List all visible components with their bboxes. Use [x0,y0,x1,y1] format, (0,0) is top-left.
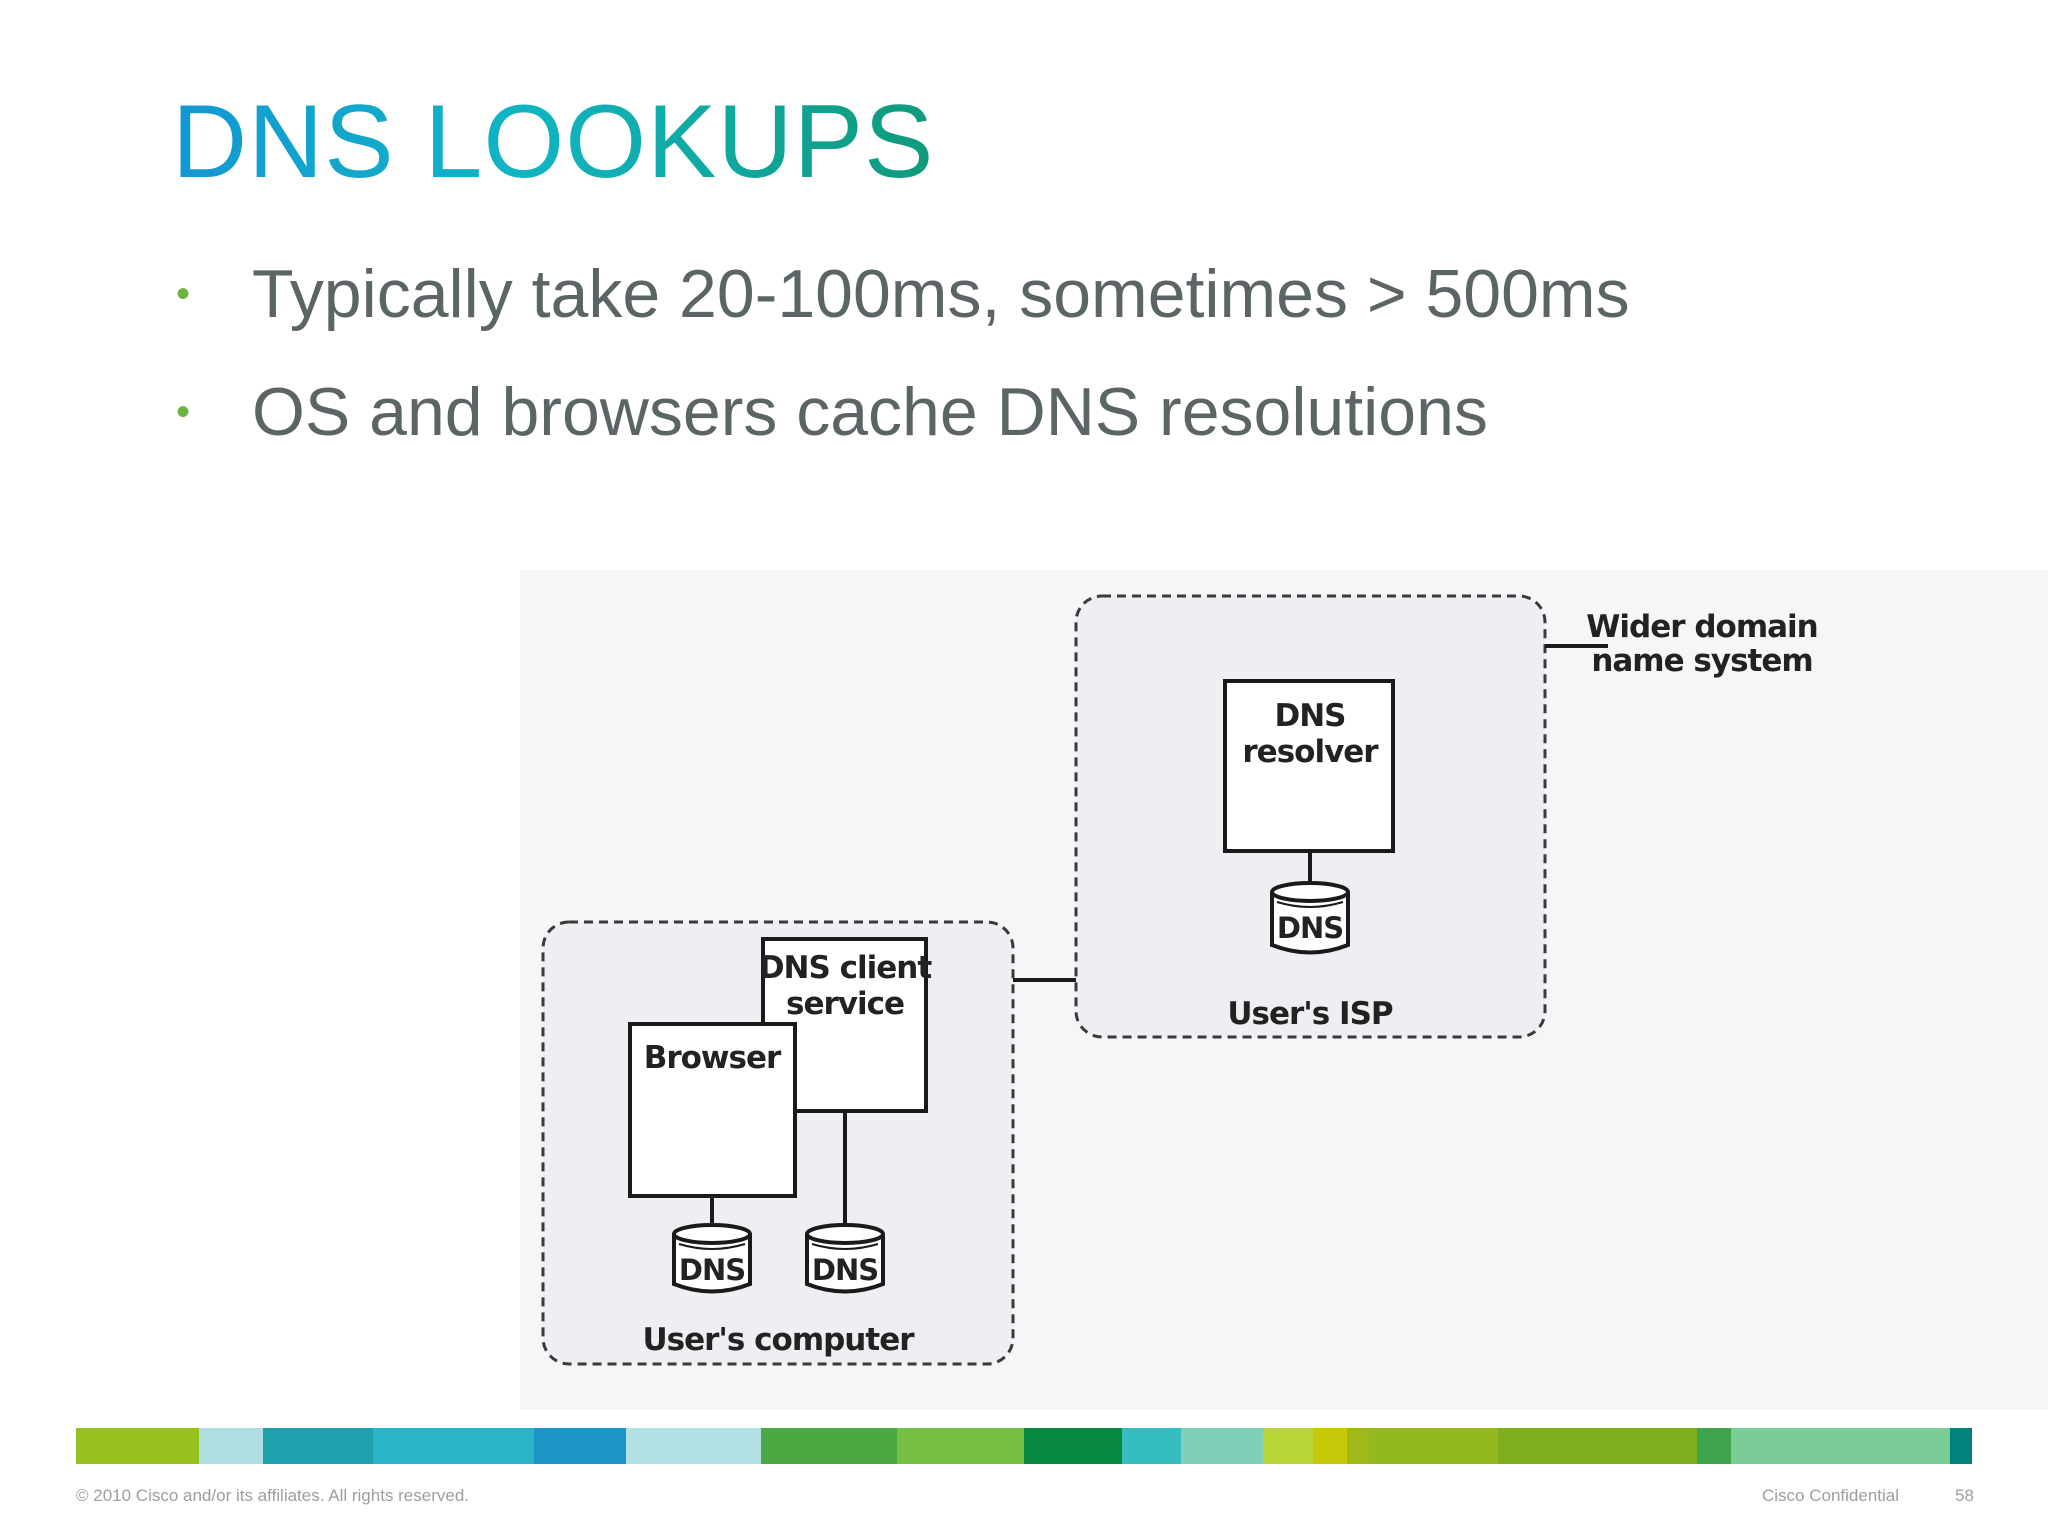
color-bar-segment [625,1428,762,1464]
color-bar-segment [199,1428,264,1464]
resolver-db-label: DNS [1277,911,1343,945]
color-bar-segment [263,1428,373,1464]
browser-box [628,1022,797,1198]
footer-copyright: © 2010 Cisco and/or its affiliates. All … [76,1486,470,1505]
wider-domain-label-line2: name system [1591,643,1812,679]
wider-domain-label-line1: Wider domain [1586,609,1818,645]
resolver-dns-cache-icon [1270,881,1350,955]
color-bar-segment [534,1428,626,1464]
color-bar-segment [372,1428,535,1464]
bullet-marker: • [176,390,191,434]
computer-group: DNS client service Browser DNS DNS User'… [541,920,1015,1366]
color-bar-segment [1181,1428,1263,1464]
browser-dns-cache-icon [672,1223,752,1294]
page-number: 58 [1955,1486,1974,1505]
isp-group-label: User's ISP [1227,996,1393,1032]
color-bar-segment [761,1428,897,1464]
color-bar-segment [76,1428,200,1464]
dns-resolver-label-line1: DNS [1274,698,1345,734]
footer-color-bar [76,1428,1972,1464]
isp-group: Wider domain name system DNS resolver DN… [1074,594,1819,1039]
bullet-text: Typically take 20-100ms, sometimes > 500… [252,256,1630,332]
dns-client-label-line2: service [786,986,904,1022]
color-bar-segment [1950,1428,1972,1464]
computer-group-label: User's computer [642,1322,915,1358]
client-db-label: DNS [812,1253,878,1287]
client-dns-cache-icon [805,1223,885,1294]
color-bar-segment [1121,1428,1182,1464]
footer-confidential: Cisco Confidential [1762,1486,1900,1505]
browser-label: Browser [644,1040,782,1076]
color-bar-segment [896,1428,1024,1464]
color-bar-segment [1312,1428,1347,1464]
color-bar-segment [1023,1428,1122,1464]
bullet-marker: • [176,272,191,316]
color-bar-segment [1262,1428,1313,1464]
color-bar-segment [1697,1428,1732,1464]
slide-title: DNS LOOKUPS [172,84,935,200]
color-bar-segment [1368,1428,1498,1464]
bullet-text: OS and browsers cache DNS resolutions [252,374,1488,450]
color-bar-segment [1498,1428,1698,1464]
dns-client-label-line1: DNS client [759,950,933,986]
dns-resolver-label-line2: resolver [1242,734,1379,770]
color-bar-segment [1731,1428,1951,1464]
browser-db-label: DNS [679,1253,745,1287]
color-bar-segment [1346,1428,1369,1464]
